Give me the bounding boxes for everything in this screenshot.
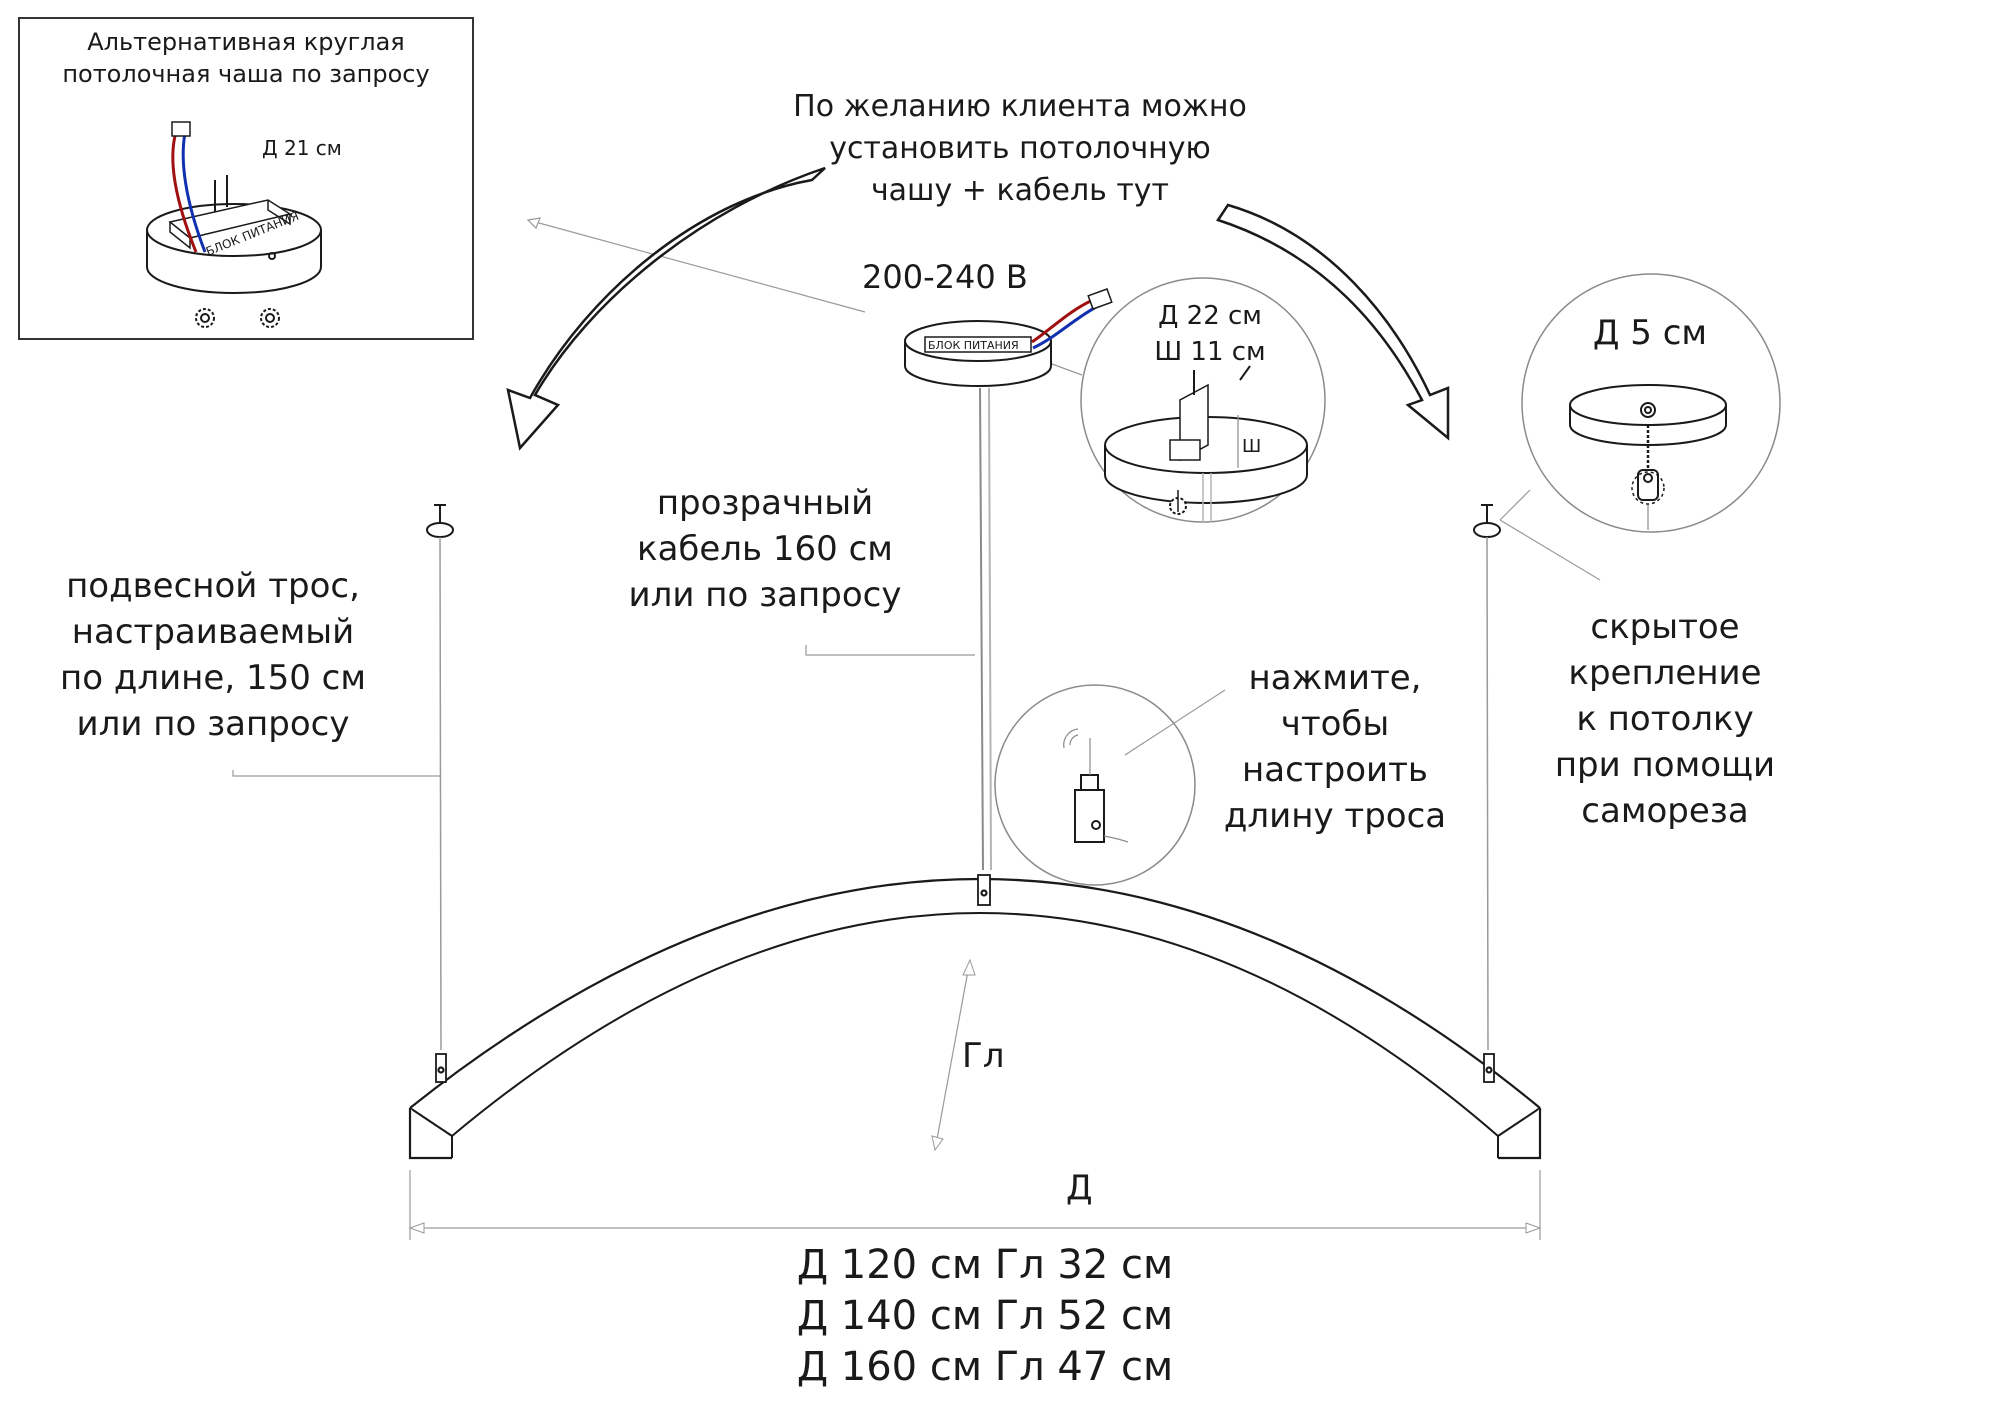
length-label: Д (1066, 1168, 1093, 1208)
suspension-label-line: по длине, 150 см (60, 658, 366, 698)
main-canopy (904, 320, 1052, 387)
hidden-mount-illustration (1569, 384, 1727, 530)
inset-diameter: Д 21 см (262, 136, 342, 160)
adjuster-label-line: нажмите, (1248, 658, 1422, 698)
hidden-mount-label-line: к потолку (1576, 699, 1754, 739)
bracket-diameter: Д 22 см (1158, 301, 1262, 331)
left-ceiling-anchor (426, 504, 454, 538)
right-ceiling-anchor (1473, 504, 1501, 538)
right-suspension-wire (1486, 536, 1489, 1051)
inset-title-line: Альтернативная круглая (87, 28, 405, 56)
left-suspension-wire (439, 536, 442, 1051)
cable-label-line: кабель 160 см (637, 529, 893, 569)
depth-arrowhead-bottom (931, 1135, 944, 1152)
canopy-terminal-block (1087, 288, 1113, 310)
adjuster-label: нажмите, чтобы настроить длину троса (1205, 655, 1465, 839)
left-curved-arrow (506, 166, 826, 451)
size-variant: Д 120 см Гл 32 см (796, 1242, 1174, 1288)
length-arrowhead-right (1525, 1222, 1542, 1234)
top-note-line: По желанию клиента можно (793, 89, 1247, 124)
top-note-line: чашу + кабель тут (870, 173, 1170, 208)
voltage-label: 200-240 В (862, 258, 1028, 296)
hidden-mount-diameter: Д 5 см (1592, 313, 1708, 353)
suspension-label: подвесной трос, настраиваемый по длине, … (28, 563, 398, 747)
adjuster-label-line: настроить (1242, 750, 1428, 790)
adjuster-label-line: чтобы (1280, 704, 1390, 744)
inset-red-wire (171, 131, 198, 253)
depth-label: Гл (962, 1036, 1005, 1076)
canopy-blue-wire (1032, 304, 1099, 350)
size-variant: Д 160 см Гл 47 см (796, 1344, 1174, 1390)
suspension-label-line: или по запросу (76, 704, 350, 744)
right-curved-arrow (1216, 203, 1450, 441)
adjuster-illustration (1063, 728, 1129, 843)
suspension-text-leader (232, 770, 428, 777)
hidden-mount-label: скрытое крепление к потолку при помощи с… (1530, 604, 1800, 834)
cable-label-line: или по запросу (628, 575, 902, 615)
transparent-cable-line-a (979, 387, 984, 871)
hidden-mount-label-line: крепление (1568, 653, 1762, 693)
inset-canopy-illustration (146, 175, 322, 328)
bracket-dimensions: Д 22 см Ш 11 см (1140, 298, 1280, 370)
suspension-label-line: подвесной трос, (66, 566, 360, 606)
cable-text-leader (805, 645, 975, 656)
cable-label-line: прозрачный (656, 483, 874, 523)
inset-leader-arrowhead (526, 217, 541, 230)
canopy-driver-label: БЛОК ПИТАНИЯ (928, 339, 1019, 352)
bracket-canopy-illustration (1104, 365, 1308, 522)
inset-terminal-block (171, 121, 191, 137)
inset-leader-line (527, 219, 866, 313)
length-arrowhead-left (408, 1222, 425, 1234)
top-note-line: установить потолочную (829, 131, 1211, 166)
hidden-mount-label-line: самореза (1581, 791, 1749, 831)
canopy-red-wire (1031, 298, 1094, 344)
inset-title-line: потолочная чаша по запросу (62, 60, 430, 88)
inset-title: Альтернативная круглая потолочная чаша п… (26, 26, 466, 90)
hidden-mount-label-line: скрытое (1590, 607, 1740, 647)
adjuster-leader (1124, 689, 1226, 756)
inset-blue-wire (181, 132, 207, 253)
arc-luminaire (408, 874, 1542, 1160)
hidden-mount-leader (1499, 519, 1601, 581)
hidden-mount-label-line: при помощи (1554, 745, 1776, 785)
cable-label: прозрачный кабель 160 см или по запросу (600, 480, 930, 618)
bracket-detail-leader (1051, 363, 1083, 376)
inset-panel (18, 17, 474, 340)
size-variants: Д 120 см Гл 32 см Д 140 см Гл 52 см Д 16… (760, 1240, 1210, 1393)
hidden-mount-leader-b (1499, 489, 1531, 521)
suspension-label-line: настраиваемый (71, 612, 355, 652)
bracket-width-mark: Ш (1242, 436, 1261, 457)
adjuster-label-line: длину троса (1223, 796, 1447, 836)
transparent-cable-line-b (988, 387, 992, 871)
bracket-width: Ш 11 см (1154, 337, 1266, 367)
depth-dimension-line (934, 959, 971, 1151)
depth-arrowhead-top (962, 958, 976, 976)
size-variant: Д 140 см Гл 52 см (796, 1293, 1174, 1339)
top-note: По желанию клиента можно установить пото… (770, 86, 1270, 212)
